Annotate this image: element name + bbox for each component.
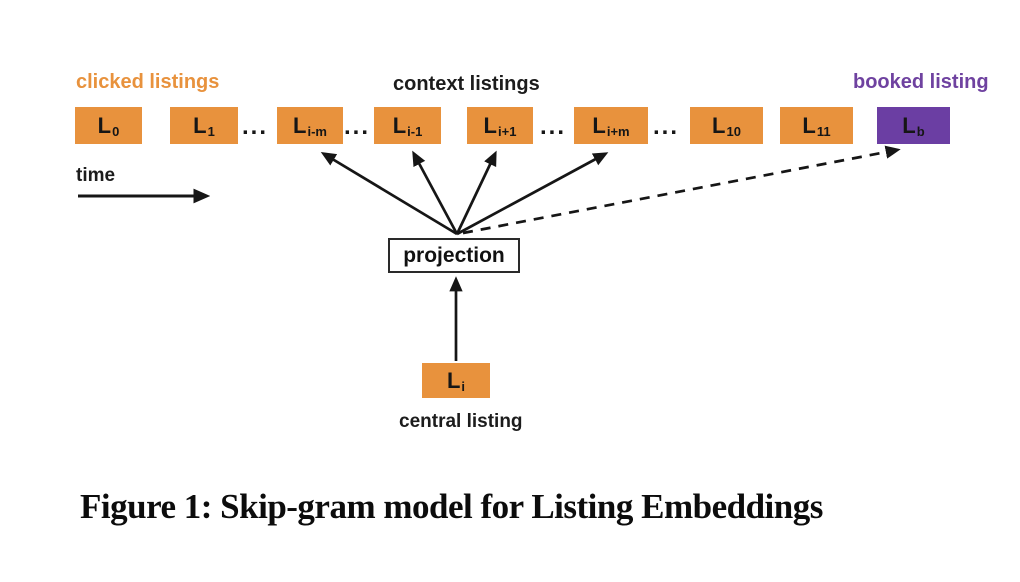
projection-box: projection bbox=[388, 238, 520, 273]
ellipsis: ... bbox=[652, 113, 679, 140]
clicked-listings-label: clicked listings bbox=[76, 71, 220, 93]
dashed-arrow-to-booked bbox=[462, 145, 901, 235]
box-label: L bbox=[902, 112, 916, 138]
ellipsis: ... bbox=[241, 113, 268, 140]
box-subscript: i bbox=[461, 379, 466, 394]
box-subscript: b bbox=[916, 124, 925, 139]
box-subscript: 10 bbox=[726, 124, 741, 139]
booked-listing-label: booked listing bbox=[853, 71, 989, 93]
box-label: L bbox=[483, 112, 497, 138]
arrow-to-context-Li-1 bbox=[412, 150, 459, 235]
box-subscript: i+1 bbox=[498, 124, 517, 139]
ellipsis: ... bbox=[539, 113, 566, 140]
arrow-to-context-Li-m bbox=[320, 152, 458, 236]
central-listing-label: central listing bbox=[399, 411, 523, 432]
box-subscript: i-1 bbox=[407, 124, 423, 139]
box-subscript: i-m bbox=[307, 124, 327, 139]
box-label: L bbox=[97, 112, 112, 138]
box-subscript: 1 bbox=[207, 124, 215, 139]
box-label: L bbox=[802, 112, 816, 138]
box-label: L bbox=[592, 112, 606, 138]
context-listings-label: context listings bbox=[393, 73, 540, 95]
time-label: time bbox=[76, 165, 116, 186]
box-label: L bbox=[392, 112, 407, 138]
box-subscript: i+m bbox=[606, 124, 630, 139]
box-label: L bbox=[293, 112, 307, 138]
box-label: L bbox=[712, 112, 726, 138]
arrow-to-context-Li+1 bbox=[455, 150, 497, 235]
ellipsis: ... bbox=[343, 113, 370, 140]
box-label: L bbox=[193, 112, 207, 138]
figure-caption: Figure 1: Skip-gram model for Listing Em… bbox=[80, 487, 823, 526]
box-label: L bbox=[446, 367, 461, 393]
box-subscript: 11 bbox=[816, 124, 831, 139]
arrow-to-context-Li+m bbox=[456, 152, 609, 236]
box-subscript: 0 bbox=[112, 124, 120, 139]
